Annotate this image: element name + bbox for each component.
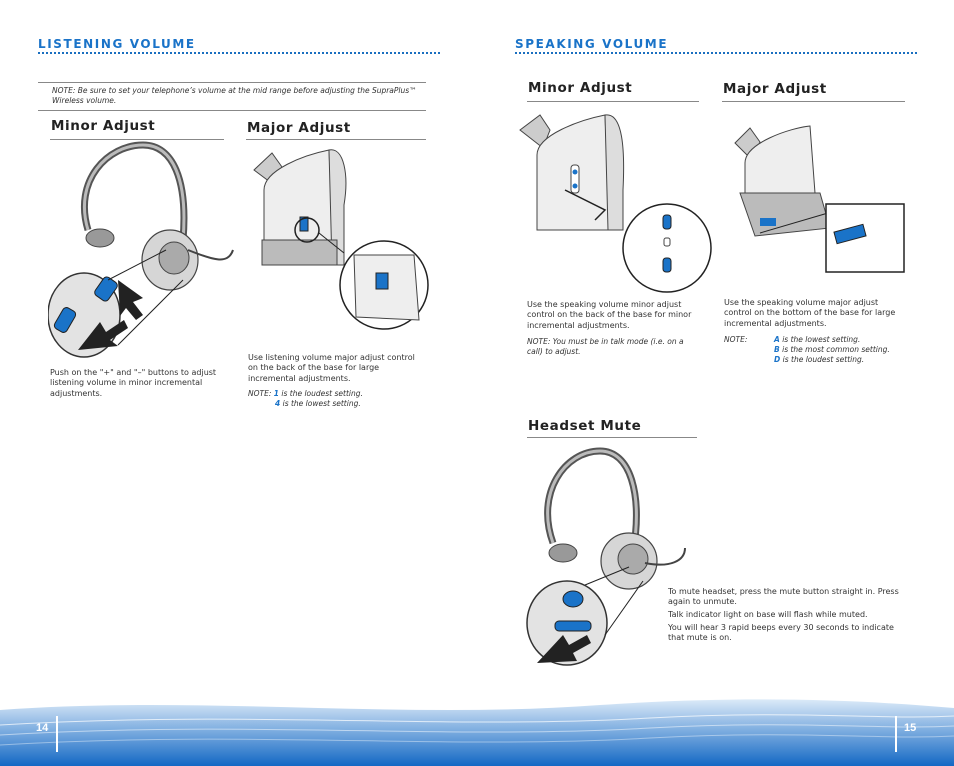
note-key-a: A bbox=[774, 335, 780, 344]
note-top-rule bbox=[38, 82, 426, 83]
mute-rule bbox=[527, 437, 697, 438]
base-illustration bbox=[244, 145, 429, 345]
note-label: NOTE: bbox=[724, 335, 748, 344]
mute-text-3: You will hear 3 rapid beeps every 30 sec… bbox=[668, 623, 894, 643]
left-section-title: Listening Volume bbox=[38, 37, 196, 51]
mute-heading: Headset Mute bbox=[528, 418, 642, 434]
note-d-text: is the loudest setting. bbox=[782, 355, 865, 364]
listening-note: NOTE: Be sure to set your telephone’s vo… bbox=[52, 86, 417, 105]
left-major-text: Use listening volume major adjust contro… bbox=[248, 353, 415, 383]
left-page-number-bar bbox=[56, 716, 58, 752]
left-minor-text: Push on the "+" and "–" buttons to adjus… bbox=[50, 368, 217, 398]
left-minor-heading: Minor Adjust bbox=[51, 118, 156, 134]
right-page-number: 15 bbox=[904, 722, 917, 734]
right-minor-heading: Minor Adjust bbox=[528, 80, 633, 96]
right-minor-note: NOTE: You must be in talk mode (i.e. on … bbox=[527, 337, 684, 356]
note-4-text: is the lowest setting. bbox=[282, 399, 361, 408]
note-key-d: D bbox=[774, 355, 781, 364]
note-key-1: 1 bbox=[273, 389, 279, 398]
left-page-number: 14 bbox=[36, 722, 49, 734]
right-major-rule bbox=[722, 101, 905, 102]
note-a-text: is the lowest setting. bbox=[782, 335, 861, 344]
left-section-divider bbox=[38, 52, 440, 54]
note-key-b: B bbox=[774, 345, 780, 354]
footer-wave bbox=[0, 690, 954, 766]
speaking-base-illustration bbox=[515, 110, 715, 295]
left-major-rule bbox=[246, 139, 426, 140]
mute-text-2: Talk indicator light on base will flash … bbox=[668, 610, 868, 619]
note-label: NOTE: bbox=[248, 389, 272, 398]
mute-text-1: To mute headset, press the mute button s… bbox=[668, 587, 899, 607]
left-major-note: NOTE: 1 is the loudest setting. 4 is the… bbox=[248, 389, 418, 409]
right-minor-text: Use the speaking volume minor adjust con… bbox=[527, 300, 692, 330]
left-minor-rule bbox=[50, 139, 224, 140]
left-major-heading: Major Adjust bbox=[247, 120, 351, 136]
right-major-text: Use the speaking volume major adjust con… bbox=[724, 298, 896, 328]
right-major-note: NOTE: A is the lowest setting. B is the … bbox=[724, 335, 904, 364]
right-section-divider bbox=[515, 52, 917, 54]
note-b-text: is the most common setting. bbox=[782, 345, 890, 354]
note-bottom-rule bbox=[38, 110, 426, 111]
right-minor-rule bbox=[527, 101, 699, 102]
mute-headset-illustration bbox=[525, 443, 700, 668]
right-major-heading: Major Adjust bbox=[723, 81, 827, 97]
headset-illustration bbox=[48, 140, 238, 360]
speaking-base-bottom-illustration bbox=[720, 118, 910, 283]
note-key-4: 4 bbox=[275, 399, 281, 408]
note-1-text: is the loudest setting. bbox=[281, 389, 363, 398]
right-section-title: Speaking Volume bbox=[515, 37, 669, 51]
right-page-number-bar bbox=[895, 716, 897, 752]
